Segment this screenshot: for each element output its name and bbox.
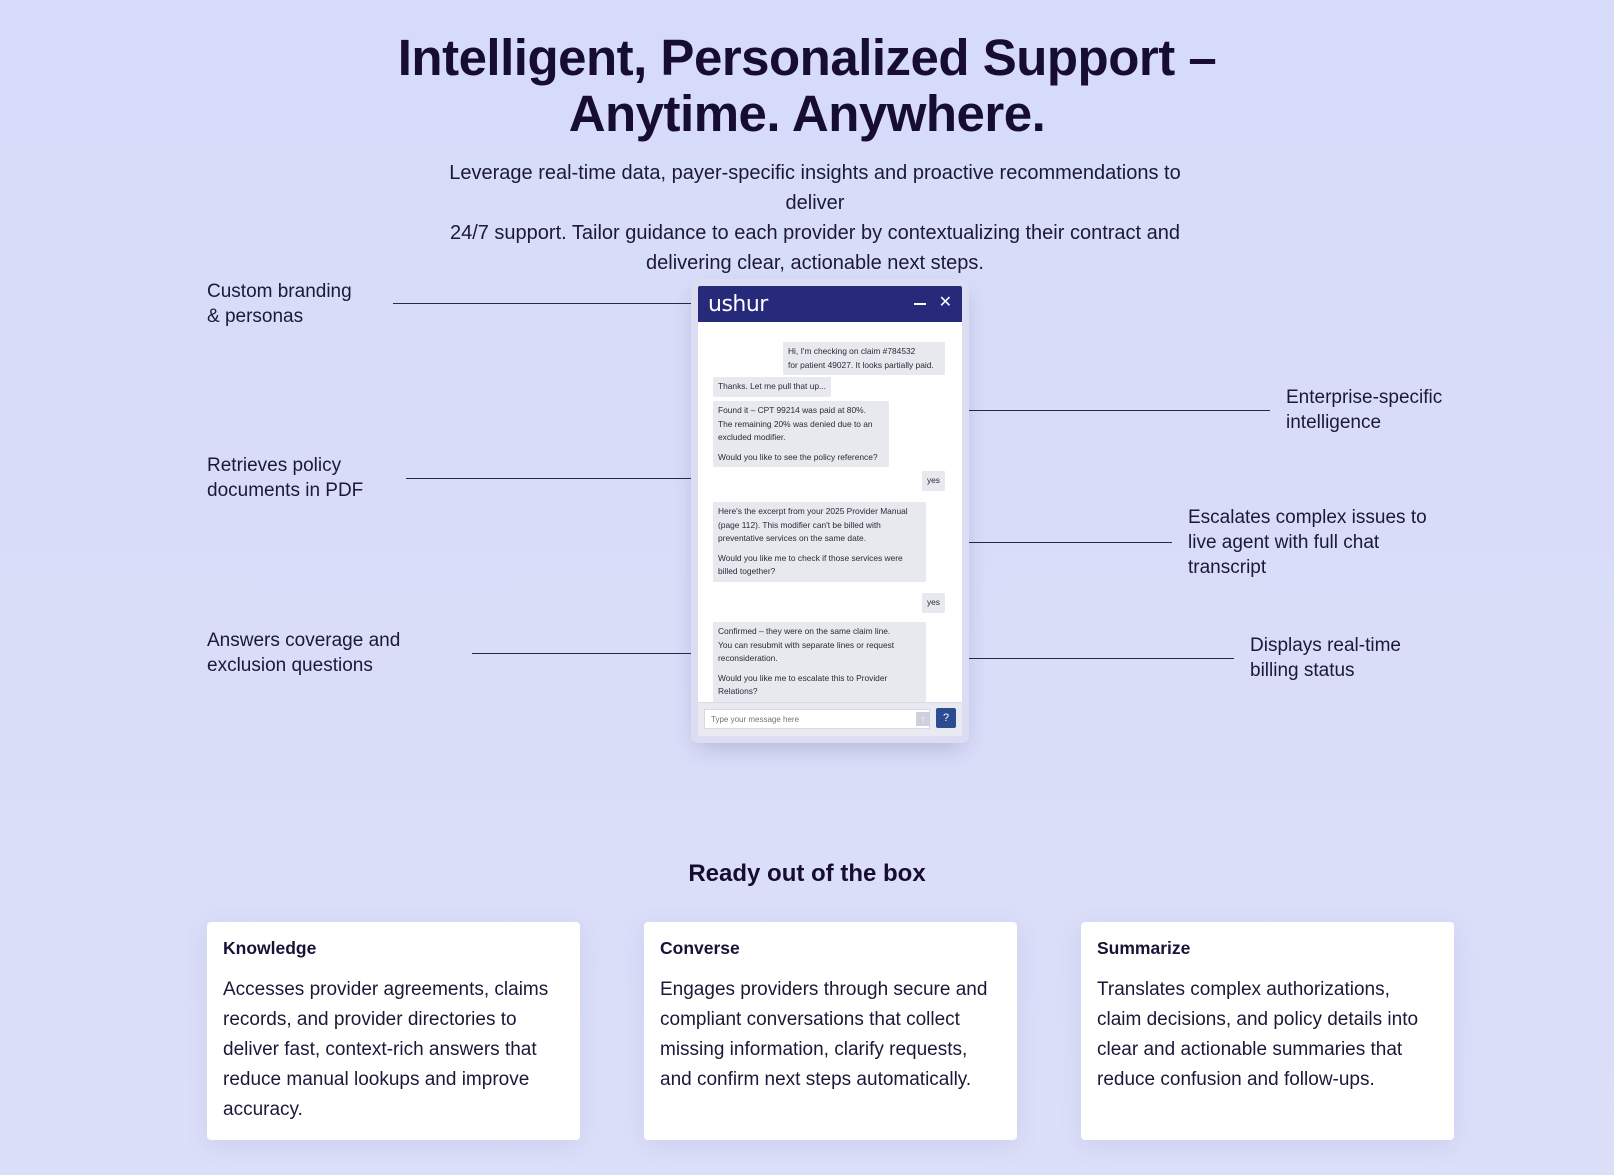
message-text: You can resubmit with separate lines or … [718, 639, 895, 650]
message-text: (page 112). This modifier can't be bille… [718, 519, 881, 530]
ushur-logo: ushur [708, 291, 768, 317]
chat-message-bot: Confirmed – they were on the same claim … [713, 622, 926, 702]
chat-footer: ↑ ? [698, 702, 962, 736]
minimize-icon[interactable] [914, 297, 926, 309]
callout-enterprise-intelligence: Enterprise-specific intelligence [1286, 385, 1442, 435]
callout-text: Displays real-time [1250, 635, 1401, 656]
close-icon[interactable]: ✕ [938, 294, 952, 311]
message-text: Thanks. Let me pull that up... [718, 381, 827, 391]
callout-text: Enterprise-specific [1286, 387, 1443, 408]
message-text: reconsideration. [718, 653, 778, 663]
subtitle-line-2: 24/7 support. Tailor guidance to each pr… [449, 222, 1181, 244]
chat-header: ushur ✕ [698, 286, 962, 322]
message-text: billed together? [718, 566, 776, 576]
callout-text: Custom branding [207, 281, 352, 302]
card-text: deliver fast, context-rich answers that [223, 1039, 537, 1060]
send-icon[interactable]: ↑ [916, 712, 930, 726]
chat-message-bot: Here's the excerpt from your 2025 Provid… [713, 502, 926, 582]
message-text: The remaining 20% was denied due to an [718, 418, 873, 429]
chat-message-user: yes [921, 471, 945, 491]
callout-text: billing status [1250, 660, 1355, 681]
card-text: Translates complex authorizations, [1097, 979, 1390, 1000]
callout-line-billing [893, 658, 1234, 659]
feature-card-converse: Converse Engages providers through secur… [644, 922, 1017, 1140]
callout-line-branding [393, 303, 767, 304]
page-subtitle: Leverage real-time data, payer-specific … [420, 158, 1210, 278]
help-button[interactable]: ? [936, 708, 956, 728]
callout-text: intelligence [1286, 412, 1382, 433]
subtitle-line-3: delivering clear, actionable next steps. [646, 252, 984, 274]
message-text: for patient 49027. It looks partially pa… [788, 359, 934, 370]
callout-line-policy [406, 478, 706, 479]
card-text: Accesses provider agreements, claims [223, 979, 549, 1000]
message-text: Would you like me to escalate this to Pr… [718, 672, 888, 683]
message-text: yes [926, 597, 940, 607]
callout-text: Answers coverage and [207, 630, 401, 651]
card-text: reduce confusion and follow-ups. [1097, 1069, 1375, 1090]
card-text: reduce manual lookups and improve [223, 1069, 530, 1090]
chat-widget: ushur ✕ Hi, I'm checking on claim #78453… [698, 286, 962, 736]
card-title: Summarize [1097, 938, 1191, 958]
chat-message-bot: Thanks. Let me pull that up... [713, 377, 832, 397]
chat-message-user: yes [921, 593, 945, 613]
callout-text: live agent with full chat [1188, 532, 1380, 553]
chat-message-bot: Found it – CPT 99214 was paid at 80%. Th… [713, 401, 889, 467]
message-text: Relations? [718, 686, 758, 696]
message-text: Hi, I'm checking on claim #784532 [788, 346, 916, 356]
card-body: Accesses provider agreements, claims rec… [223, 975, 564, 1125]
page-title: Intelligent, Personalized Support – Anyt… [0, 30, 1614, 142]
card-text: missing information, clarify requests, [660, 1039, 968, 1060]
callout-policy-documents: Retrieves policy documents in PDF [207, 453, 363, 503]
callout-escalates: Escalates complex issues to live agent w… [1188, 505, 1427, 580]
page-title-line-1: Intelligent, Personalized Support – [397, 29, 1217, 86]
card-text: compliant conversations that collect [660, 1009, 960, 1030]
callout-line-escalates [893, 542, 1172, 543]
card-text: accuracy. [223, 1099, 303, 1120]
callout-text: documents in PDF [207, 480, 364, 501]
callout-text: & personas [207, 306, 304, 327]
card-title: Knowledge [223, 938, 317, 958]
message-text: Confirmed – they were on the same claim … [718, 626, 891, 636]
callout-line-enterprise [955, 410, 1270, 411]
message-input[interactable] [704, 709, 930, 729]
callout-billing-status: Displays real-time billing status [1250, 633, 1401, 683]
callout-custom-branding: Custom branding & personas [207, 279, 352, 329]
card-title: Converse [660, 938, 740, 958]
callout-text: Retrieves policy [207, 455, 342, 476]
section-title: Ready out of the box [688, 860, 926, 887]
message-text: Would you like to see the policy referen… [718, 451, 878, 462]
message-text: yes [926, 475, 940, 485]
callout-coverage-questions: Answers coverage and exclusion questions [207, 628, 400, 678]
message-text: excluded modifier. [718, 432, 786, 442]
message-text: Here's the excerpt from your 2025 Provid… [718, 506, 908, 516]
callout-text: transcript [1188, 557, 1267, 578]
callout-line-coverage [472, 653, 768, 654]
callout-text: Escalates complex issues to [1188, 507, 1427, 528]
message-text: Would you like me to check if those serv… [718, 552, 903, 563]
feature-card-knowledge: Knowledge Accesses provider agreements, … [207, 922, 580, 1140]
page-title-line-2: Anytime. Anywhere. [568, 85, 1046, 142]
chat-messages: Hi, I'm checking on claim #784532 for pa… [698, 322, 962, 702]
message-text: preventative services on the same date. [718, 533, 867, 543]
card-body: Engages providers through secure and com… [660, 975, 1001, 1095]
subtitle-line-1: Leverage real-time data, payer-specific … [449, 162, 1181, 214]
card-text: and confirm next steps automatically. [660, 1069, 972, 1090]
card-text: claim decisions, and policy details into [1097, 1009, 1419, 1030]
callout-text: exclusion questions [207, 655, 373, 676]
feature-card-summarize: Summarize Translates complex authorizati… [1081, 922, 1454, 1140]
chat-message-user: Hi, I'm checking on claim #784532 for pa… [783, 342, 945, 375]
card-text: clear and actionable summaries that [1097, 1039, 1403, 1060]
card-body: Translates complex authorizations, claim… [1097, 975, 1438, 1095]
card-text: Engages providers through secure and [660, 979, 988, 1000]
message-text: Found it – CPT 99214 was paid at 80%. [718, 405, 866, 415]
card-text: records, and provider directories to [223, 1009, 517, 1030]
